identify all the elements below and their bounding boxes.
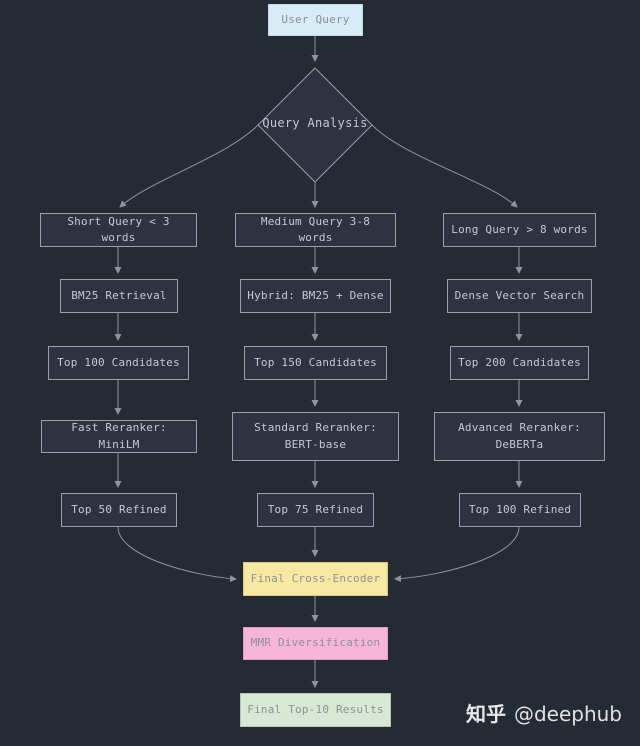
node-dense-vector-search: Dense Vector Search (447, 279, 592, 313)
watermark: 知乎 @deephub (466, 698, 622, 727)
node-mmr-diversification: MMR Diversification (243, 627, 388, 660)
node-bm25-retrieval: BM25 Retrieval (60, 279, 178, 313)
node-hybrid-retrieval: Hybrid: BM25 + Dense (240, 279, 391, 313)
node-medium-query: Medium Query 3-8 words (235, 213, 396, 247)
edges (114, 36, 523, 688)
watermark-handle: @deephub (513, 702, 622, 726)
node-final-top10-results: Final Top-10 Results (240, 693, 391, 727)
decision-diamond (257, 67, 373, 183)
node-short-query: Short Query < 3 words (40, 213, 197, 247)
node-user-query: User Query (268, 4, 363, 36)
node-top-100-candidates: Top 100 Candidates (48, 346, 189, 380)
node-standard-reranker: Standard Reranker: BERT-base (232, 412, 399, 461)
node-top-75-refined: Top 75 Refined (257, 493, 374, 527)
node-long-query: Long Query > 8 words (443, 213, 596, 247)
node-top-150-candidates: Top 150 Candidates (244, 346, 387, 380)
watermark-brand: 知乎 (465, 702, 506, 726)
edge (394, 526, 520, 583)
edge (119, 124, 259, 208)
node-top-50-refined: Top 50 Refined (61, 493, 177, 527)
node-fast-reranker: Fast Reranker: MiniLM (41, 420, 197, 453)
node-top-200-candidates: Top 200 Candidates (450, 346, 589, 380)
edge (117, 526, 237, 583)
node-final-cross-encoder: Final Cross-Encoder (243, 562, 388, 596)
node-top-100-refined: Top 100 Refined (459, 493, 581, 527)
node-advanced-reranker: Advanced Reranker: DeBERTa (434, 412, 605, 461)
edge (371, 124, 518, 208)
node-query-analysis-label: Query Analysis (262, 116, 368, 130)
